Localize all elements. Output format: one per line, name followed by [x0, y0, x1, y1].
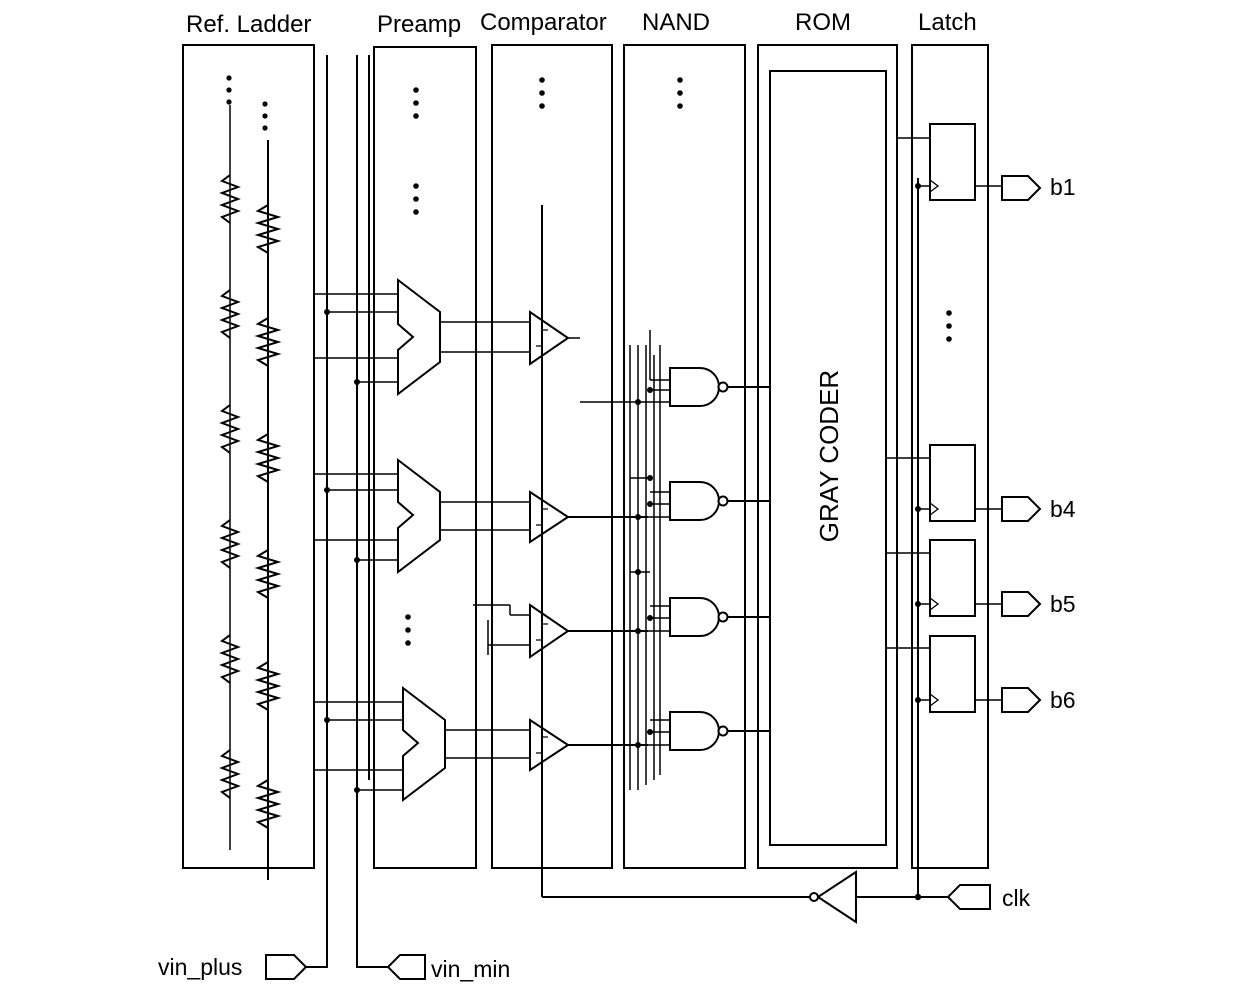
vin-min-label: vin_min [431, 956, 510, 982]
preamp-2 [314, 457, 505, 575]
output-label-b1: b1 [1050, 174, 1076, 200]
nand-3 [648, 597, 770, 637]
header-nand: NAND [642, 9, 710, 36]
output-port-b5[interactable] [1001, 591, 1042, 617]
latch-ff-b1 [915, 123, 1002, 201]
ref-ladder-block [182, 44, 315, 869]
nand-4 [648, 711, 770, 751]
header-preamp: Preamp [377, 11, 461, 38]
comparator-block [491, 44, 613, 869]
nand-bus-wiring [629, 345, 661, 790]
gray-coder-label: GRAY CODER [814, 370, 844, 542]
input-buses [326, 55, 370, 968]
nand-block [623, 44, 746, 869]
clk-input-port[interactable] [946, 884, 991, 910]
header-rom: ROM [795, 9, 851, 36]
comparator-2 [505, 490, 648, 544]
preamp-block [373, 46, 477, 869]
clk-label: clk [1002, 885, 1031, 911]
header-ref-ladder: Ref. Ladder [186, 11, 311, 38]
clock-distribution [542, 870, 948, 924]
output-label-b6: b6 [1050, 687, 1076, 713]
vin-min-input-port[interactable] [386, 954, 426, 980]
latch-ff-b5 [915, 539, 1002, 617]
latch-ff-b6 [915, 635, 1002, 713]
output-port-b6[interactable] [1001, 687, 1042, 713]
output-port-b1[interactable] [1001, 175, 1042, 201]
comparator-1 [505, 310, 580, 366]
resistor-ladder-right [254, 140, 282, 880]
header-comparator: Comparator [480, 9, 607, 36]
nand-2 [648, 481, 770, 521]
latch-ff-b4 [915, 444, 1002, 522]
output-label-b5: b5 [1050, 591, 1076, 617]
output-label-b4: b4 [1050, 496, 1076, 522]
preamp-3 [314, 685, 505, 803]
header-latch: Latch [918, 9, 977, 36]
rom-block [757, 44, 898, 869]
preamp-1 [314, 277, 505, 397]
resistor-ladder-left [219, 105, 241, 850]
output-port-b4[interactable] [1001, 496, 1042, 522]
comparator-3 [473, 603, 648, 659]
nand-1 [580, 330, 770, 407]
latch-block [911, 44, 989, 869]
ellipsis-dots [226, 75, 952, 646]
vin-plus-input-port[interactable] [265, 954, 308, 980]
vin-plus-label: vin_plus [158, 954, 242, 980]
comparator-4 [505, 718, 648, 772]
rom-latch-wiring [886, 137, 930, 897]
